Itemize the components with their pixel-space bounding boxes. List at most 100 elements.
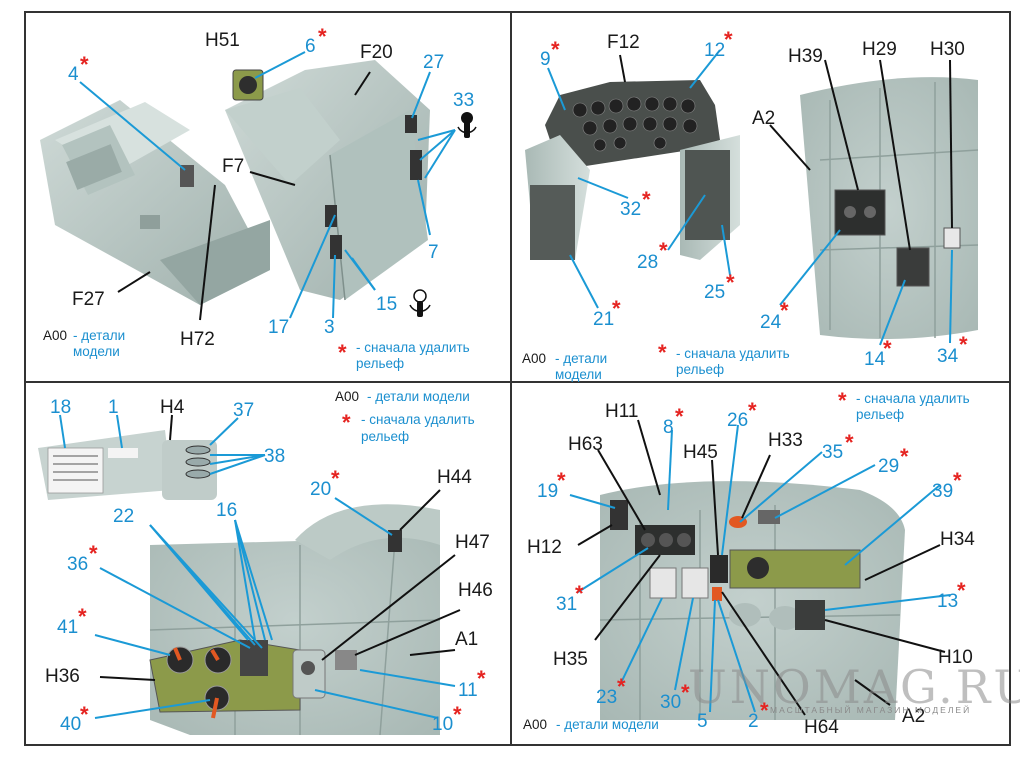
- pe-h39: [834, 189, 886, 236]
- star-31: *: [575, 581, 584, 606]
- note-text-p3b: рельеф: [361, 429, 409, 444]
- note-star: *: [338, 340, 347, 365]
- panel-4: H11 8 * 26 * * - сначала удалить рельеф …: [523, 388, 1020, 738]
- part-sidewall-p4: [599, 481, 905, 720]
- note-star-4: *: [838, 388, 847, 413]
- label-h64: H64: [804, 717, 839, 738]
- star-2: *: [760, 698, 769, 723]
- pe-17: [325, 205, 337, 227]
- number-34: 34: [937, 346, 959, 367]
- number-19: 19: [537, 481, 558, 502]
- legend-code-2: A00: [522, 351, 546, 366]
- label-h36: H36: [45, 666, 80, 687]
- star-23: *: [617, 674, 626, 699]
- star-6: *: [318, 24, 327, 49]
- label-a1: A1: [455, 629, 478, 650]
- star-13: *: [957, 578, 966, 603]
- star-14: *: [883, 336, 892, 361]
- label-h4: H4: [160, 397, 185, 418]
- label-h39: H39: [788, 46, 823, 67]
- part-a1-sidewall: [149, 504, 441, 736]
- star-20: *: [331, 466, 340, 491]
- legend-code-3: A00: [335, 389, 359, 404]
- pe-4: [180, 165, 194, 187]
- label-h34: H34: [940, 529, 975, 550]
- panel-1: H51 6 * 4 * F20 27 33 F7 7 F27 15 17 3 H…: [40, 24, 477, 371]
- number-11: 11: [458, 680, 478, 701]
- label-h44: H44: [437, 467, 472, 488]
- watermark-tagline: МАСШТАБНЫЙ МАГАЗИН МОДЕЛЕЙ: [770, 704, 971, 715]
- label-f27: F27: [72, 289, 105, 310]
- note-text-p4b: рельеф: [856, 407, 904, 422]
- number-33: 33: [453, 90, 474, 111]
- star-4: *: [80, 52, 89, 77]
- legend-text-p4: - детали модели: [556, 717, 659, 732]
- star-11: *: [477, 666, 486, 691]
- number-6: 6: [305, 36, 316, 57]
- label-f20: F20: [360, 42, 393, 63]
- number-10: 10: [432, 714, 453, 735]
- label-h72: H72: [180, 329, 215, 350]
- star-32: *: [642, 187, 651, 212]
- star-21: *: [612, 296, 621, 321]
- part-h4-block: [38, 430, 217, 500]
- number-37: 37: [233, 400, 254, 421]
- star-25: *: [726, 270, 735, 295]
- lever-icon-33: [457, 112, 477, 138]
- number-35: 35: [822, 442, 843, 463]
- star-29: *: [900, 444, 909, 469]
- note-text-p2: - сначала удалить: [676, 346, 790, 361]
- label-h33: H33: [768, 430, 803, 451]
- legend-text-p3: - детали модели: [367, 389, 470, 404]
- note-text-p2b: рельеф: [676, 362, 724, 377]
- label-h51: H51: [205, 30, 240, 51]
- legend-code-4: A00: [523, 717, 547, 732]
- number-31: 31: [556, 594, 577, 615]
- star-30: *: [681, 680, 690, 705]
- star-8: *: [675, 404, 684, 429]
- part-f12-instrument-panel: [525, 80, 740, 260]
- number-38: 38: [264, 446, 285, 467]
- part-f20-bulkhead: [225, 60, 430, 301]
- note-text-p4: - сначала удалить: [856, 391, 970, 406]
- number-1: 1: [108, 397, 119, 418]
- star-19: *: [557, 468, 566, 493]
- legend-code: A00: [43, 328, 67, 343]
- label-h63: H63: [568, 434, 603, 455]
- number-28: 28: [637, 252, 658, 273]
- label-h29: H29: [862, 39, 897, 60]
- number-17: 17: [268, 317, 289, 338]
- star-9: *: [551, 37, 560, 62]
- pe-27: [405, 115, 417, 133]
- star-41: *: [78, 604, 87, 629]
- label-a2-p4: A2: [902, 706, 925, 727]
- number-30: 30: [660, 692, 681, 713]
- number-27: 27: [423, 52, 444, 73]
- legend-text-p2: - детали: [555, 351, 607, 366]
- star-26: *: [748, 398, 757, 423]
- number-14: 14: [864, 349, 886, 370]
- number-8: 8: [663, 417, 674, 438]
- number-15: 15: [376, 294, 397, 315]
- star-10: *: [453, 702, 462, 727]
- number-7: 7: [428, 242, 439, 263]
- pe-h51-dial: [239, 76, 257, 94]
- label-h47: H47: [455, 532, 490, 553]
- note-text-2: рельеф: [356, 356, 404, 371]
- panel-3: 18 1 H4 37 38 A00 - детали модели * - сн…: [38, 389, 493, 736]
- number-25: 25: [704, 282, 725, 303]
- number-13: 13: [937, 591, 958, 612]
- number-32: 32: [620, 199, 641, 220]
- star-35: *: [845, 430, 854, 455]
- note-text-p3: - сначала удалить: [361, 412, 475, 427]
- number-23: 23: [596, 687, 617, 708]
- number-24: 24: [760, 312, 782, 333]
- label-h35: H35: [553, 649, 588, 670]
- number-39: 39: [932, 481, 953, 502]
- part-f27-console: [40, 100, 270, 305]
- label-h12: H12: [527, 537, 562, 558]
- label-h10: H10: [938, 647, 973, 668]
- legend-text-2: модели: [73, 344, 120, 359]
- pe-h29: [896, 247, 930, 287]
- number-12: 12: [704, 40, 725, 61]
